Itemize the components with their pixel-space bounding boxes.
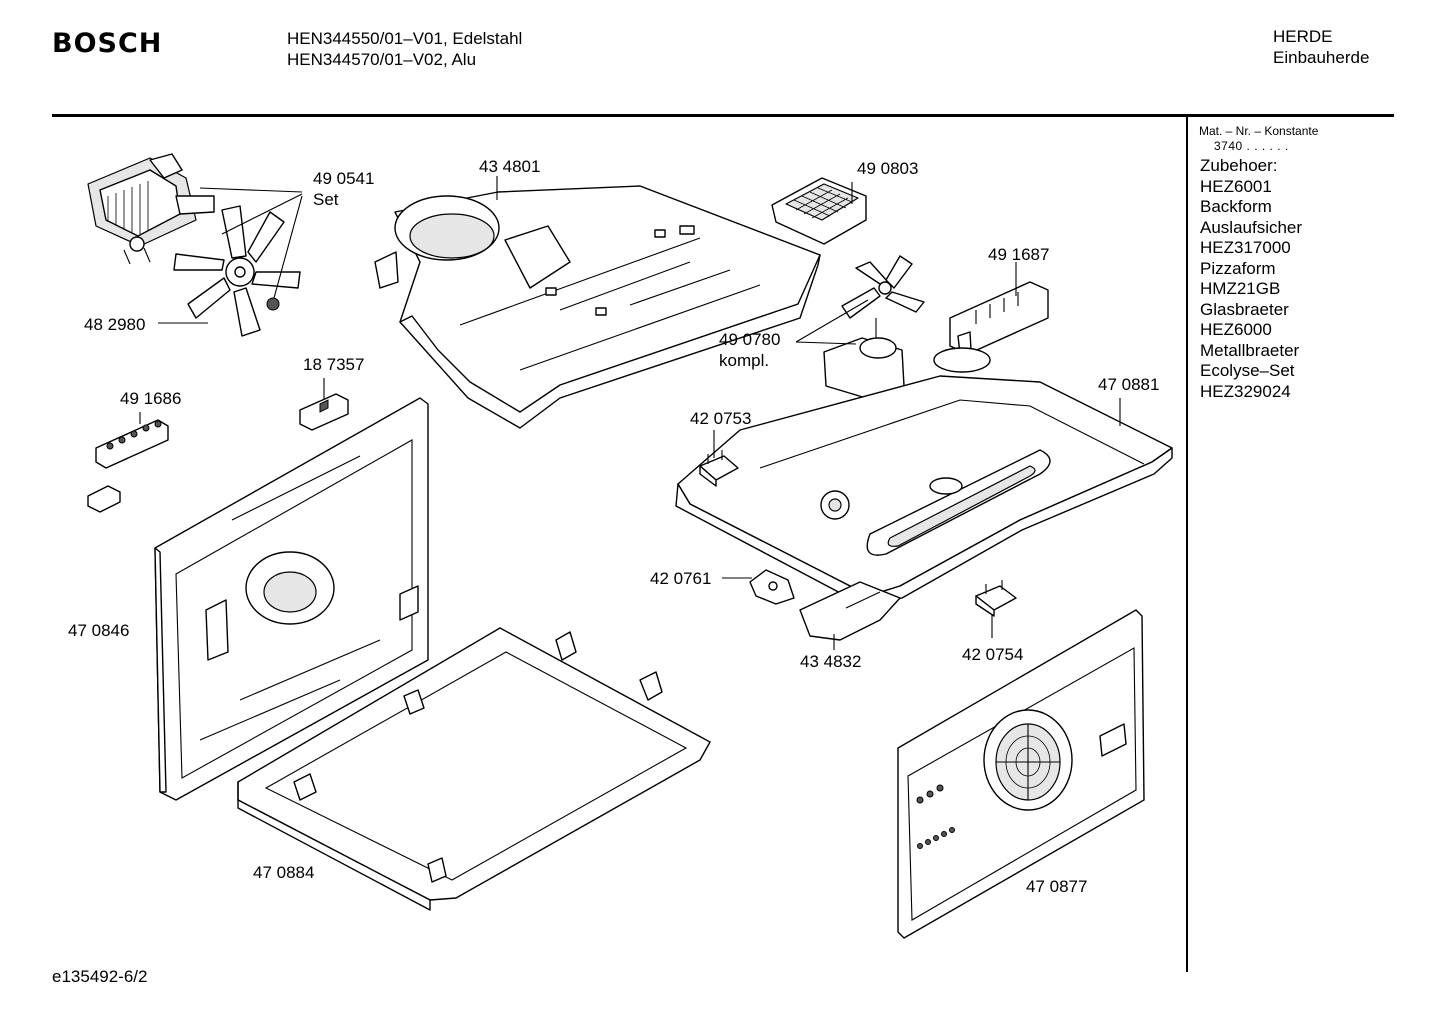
- model-line-1: HEN344550/01–V01, Edelstahl: [287, 29, 523, 48]
- fan-wheel-part[interactable]: [173, 205, 301, 337]
- accessory-item[interactable]: HEZ6001: [1200, 176, 1272, 196]
- part-label-470881[interactable]: 47 0881: [1098, 375, 1159, 394]
- part-label-434801[interactable]: 43 4801: [479, 157, 540, 176]
- part-label-490541-note: Set: [313, 190, 339, 209]
- bottom-cover-plate-part[interactable]: [799, 581, 901, 641]
- accessory-item[interactable]: Backform: [1200, 197, 1272, 216]
- accessory-item[interactable]: HEZ6000: [1200, 320, 1272, 339]
- part-label-470884[interactable]: 47 0884: [253, 863, 314, 882]
- lamp-cover-part[interactable]: [771, 177, 867, 245]
- mat-nr-label: Mat. – Nr. – Konstante: [1199, 124, 1319, 138]
- part-label-490803[interactable]: 49 0803: [857, 159, 918, 178]
- accessory-item[interactable]: Glasbraeter: [1200, 299, 1289, 319]
- header-divider: [52, 114, 1394, 117]
- part-label-470877[interactable]: 47 0877: [1026, 877, 1087, 896]
- part-label-491686[interactable]: 49 1686: [120, 389, 181, 408]
- accessory-item[interactable]: Ecolyse–Set: [1200, 361, 1295, 380]
- leader-490541: [199, 187, 303, 299]
- accessory-item[interactable]: HEZ329024: [1200, 381, 1291, 401]
- oven-floor-tray-part[interactable]: [675, 347, 1173, 607]
- brand-logo: BOSCH: [52, 28, 163, 59]
- cooling-fan-motor-part[interactable]: [823, 255, 925, 399]
- thermostat-lower-part[interactable]: [975, 580, 1017, 617]
- mounting-clip-part[interactable]: [749, 569, 795, 605]
- accessory-heading: Zubehoer:: [1200, 156, 1278, 175]
- part-label-420753[interactable]: 42 0753: [690, 409, 751, 428]
- connector-block-part[interactable]: [299, 393, 349, 431]
- top-duct-part[interactable]: [374, 185, 821, 429]
- part-label-434832[interactable]: 43 4832: [800, 652, 861, 671]
- category-subtitle: Einbauherde: [1273, 48, 1370, 67]
- part-label-420761[interactable]: 42 0761: [650, 569, 711, 588]
- exploded-parts-diagram: 49 0541 Set 48 2980 43 4801 49 0803 49 1…: [68, 153, 1173, 939]
- terminal-block-part[interactable]: [95, 419, 169, 469]
- part-label-490541[interactable]: 49 0541: [313, 169, 374, 188]
- part-label-491687[interactable]: 49 1687: [988, 245, 1049, 264]
- accessory-item[interactable]: Metallbraeter: [1200, 340, 1300, 360]
- part-label-482980[interactable]: 48 2980: [84, 315, 145, 334]
- part-label-490780[interactable]: 49 0780: [719, 330, 780, 349]
- fan-nut-part[interactable]: [266, 297, 280, 311]
- leader-490780: [795, 299, 869, 345]
- accessory-item[interactable]: Pizzaform: [1200, 258, 1276, 278]
- part-label-420754[interactable]: 42 0754: [962, 645, 1023, 664]
- accessory-item[interactable]: HMZ21GB: [1200, 279, 1281, 298]
- convection-motor-part[interactable]: [87, 153, 215, 265]
- sidebar-divider: [1186, 116, 1188, 972]
- accessory-item[interactable]: HEZ317000: [1200, 238, 1291, 257]
- category-title: HERDE: [1273, 27, 1333, 46]
- part-label-187357[interactable]: 18 7357: [303, 355, 364, 374]
- drawing-id: e135492-6/2: [52, 967, 148, 986]
- part-label-490780-note: kompl.: [719, 351, 769, 370]
- accessory-list: Zubehoer: HEZ6001 Backform Auslaufsicher…: [1200, 156, 1302, 402]
- rear-wall-part[interactable]: [154, 397, 429, 801]
- part-label-470846[interactable]: 47 0846: [68, 621, 129, 640]
- fan-cover-panel-part[interactable]: [897, 609, 1145, 939]
- mat-nr-value: 3740 . . . . . .: [1214, 139, 1289, 153]
- accessory-item[interactable]: Auslaufsicher: [1200, 217, 1303, 237]
- thermostat-upper-part[interactable]: [699, 450, 739, 487]
- model-line-2: HEN344570/01–V02, Alu: [287, 50, 477, 69]
- terminal-clip-part[interactable]: [87, 485, 121, 513]
- bottom-pan-part[interactable]: [237, 627, 711, 911]
